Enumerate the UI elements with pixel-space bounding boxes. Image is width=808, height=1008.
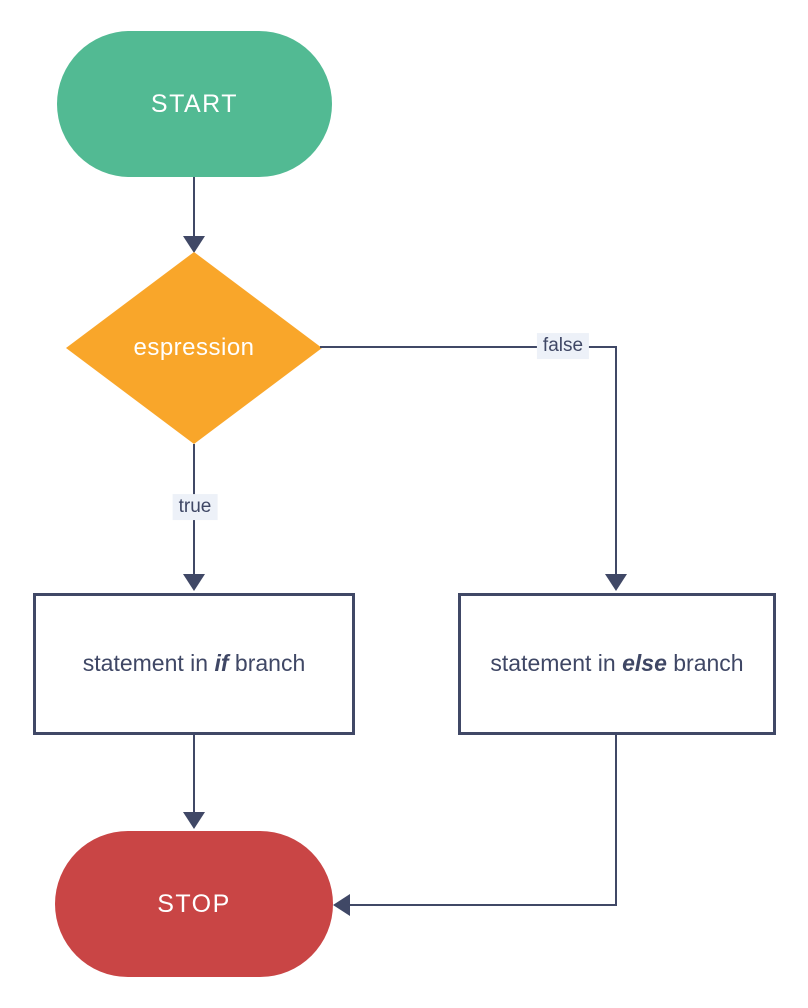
arrow-down-icon: [183, 574, 205, 591]
else-branch-process-node: statement in else branch: [458, 593, 776, 735]
if-branch-text-prefix: statement in: [82, 650, 215, 677]
start-terminator-node: START: [57, 31, 332, 177]
else-branch-label: statement in else branch: [490, 648, 743, 679]
if-branch-text-suffix: branch: [228, 650, 306, 677]
else-keyword: else: [622, 650, 667, 677]
edge-label-false: false: [536, 333, 590, 359]
else-branch-text-prefix: statement in: [490, 650, 623, 677]
edge-label-true: true: [172, 494, 218, 520]
if-branch-process-node: statement in if branch: [33, 593, 355, 735]
arrow-left-icon: [333, 894, 350, 916]
connector-start-to-decision: [193, 177, 195, 239]
arrow-down-icon: [605, 574, 627, 591]
stop-terminator-node: STOP: [55, 831, 333, 977]
start-label: START: [150, 89, 239, 118]
connector-decision-false-horizontal: [320, 346, 617, 348]
arrow-down-icon: [183, 236, 205, 253]
decision-label: espression: [133, 334, 255, 361]
if-keyword: if: [214, 650, 229, 677]
decision-diamond-node: espression: [66, 252, 322, 444]
connector-decision-false-vertical: [615, 347, 617, 577]
connector-else-down: [615, 735, 617, 905]
arrow-down-icon: [183, 812, 205, 829]
stop-label: STOP: [157, 889, 231, 918]
connector-if-to-stop: [193, 735, 195, 817]
else-branch-text-suffix: branch: [666, 650, 744, 677]
if-branch-label: statement in if branch: [83, 648, 305, 679]
connector-else-to-stop: [348, 904, 617, 906]
